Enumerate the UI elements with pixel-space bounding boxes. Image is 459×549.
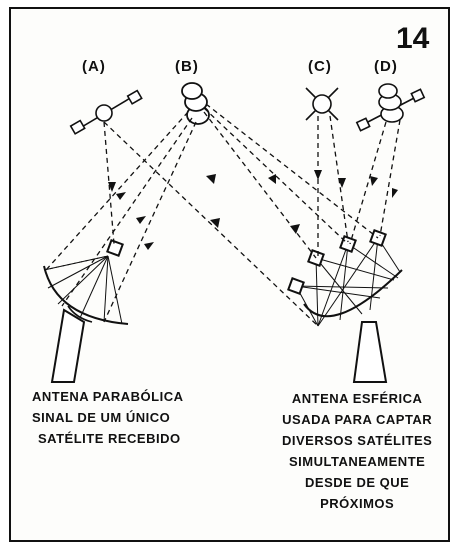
satellite-label-a: (A) [82,58,106,75]
left-caption-line: ANTENA PARABÓLICA [32,389,184,404]
satellite-b-icon [181,82,210,125]
figure-frame [9,7,450,542]
spherical-antenna [287,229,403,383]
satellite-c-icon [305,87,339,121]
parabolic-antenna [43,239,129,383]
satellite-label-b: (B) [175,58,199,75]
signal-rays [45,103,401,327]
satellite-label-c: (C) [308,58,332,75]
figure-number: 14 [396,22,430,55]
satellite-d-icon [355,83,426,132]
left-caption: ANTENA PARABÓLICA SINAL DE UM ÚNICO SATÉ… [32,386,184,449]
left-caption-line: SINAL DE UM ÚNICO [32,410,171,425]
right-caption-line: ANTENA ESFÉRICA [291,391,423,406]
right-caption-line: PRÓXIMOS [320,496,395,511]
right-caption-line: SIMULTANEAMENTE [289,454,426,469]
right-caption-line: DIVERSOS SATÉLITES [282,433,433,448]
right-caption-line: DESDE DE QUE [305,475,410,490]
right-caption: ANTENA ESFÉRICA USADA PARA CAPTAR DIVERS… [282,388,432,514]
signal-arrows [108,170,398,250]
left-caption-line: SATÉLITE RECEBIDO [38,431,181,446]
satellite-a-icon [69,89,143,135]
satellite-label-d: (D) [374,58,398,75]
right-caption-line: USADA PARA CAPTAR [282,412,433,427]
